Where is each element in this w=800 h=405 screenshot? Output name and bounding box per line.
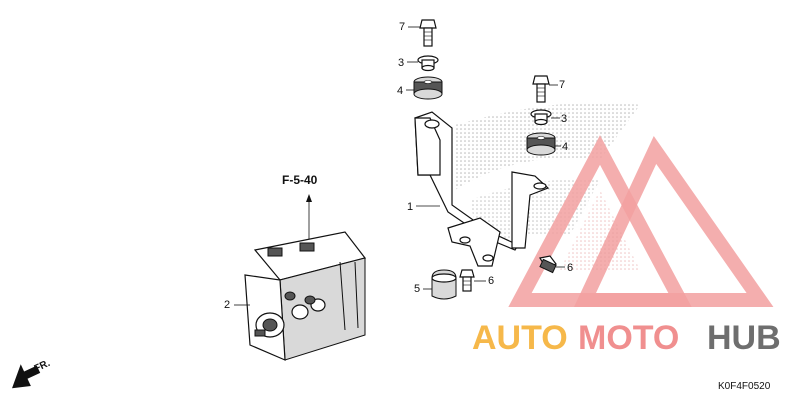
front-direction-arrow <box>12 364 41 389</box>
watermark-word-hub: HUB <box>707 319 781 357</box>
mounting-bracket <box>414 111 550 267</box>
front-label: FR. <box>33 358 52 375</box>
watermark-logo <box>455 102 774 307</box>
callout-3b: 3 <box>561 113 567 125</box>
flange-bolt-left <box>419 19 437 47</box>
rubber-mount-left <box>413 76 443 100</box>
reference-label: F-5-40 <box>282 173 318 187</box>
callout-4b: 4 <box>562 141 568 153</box>
diagram-code: K0F4F0520 <box>718 381 771 392</box>
callout-7b: 7 <box>559 79 565 91</box>
callout-7a: 7 <box>399 21 405 33</box>
callout-5: 5 <box>414 283 420 295</box>
watermark-word-auto: AUTO <box>472 319 568 357</box>
callout-2: 2 <box>224 299 230 311</box>
callout-3a: 3 <box>398 57 404 69</box>
callout-6a: 6 <box>488 275 494 287</box>
callout-1: 1 <box>407 201 413 213</box>
small-bolt-right <box>539 255 557 274</box>
small-bolt-left <box>459 269 475 292</box>
abs-modulator-unit <box>244 231 367 361</box>
callout-6b: 6 <box>567 262 573 274</box>
watermark-text: AUTO MOTO HUB <box>472 319 781 357</box>
rubber-mount-right <box>526 132 556 156</box>
watermark-word-moto: MOTO <box>578 319 679 357</box>
callout-4a: 4 <box>397 85 403 97</box>
flange-bolt-right <box>532 75 550 103</box>
collar-right <box>530 109 552 126</box>
collar-left <box>417 55 439 72</box>
rubber-cap <box>431 269 457 300</box>
